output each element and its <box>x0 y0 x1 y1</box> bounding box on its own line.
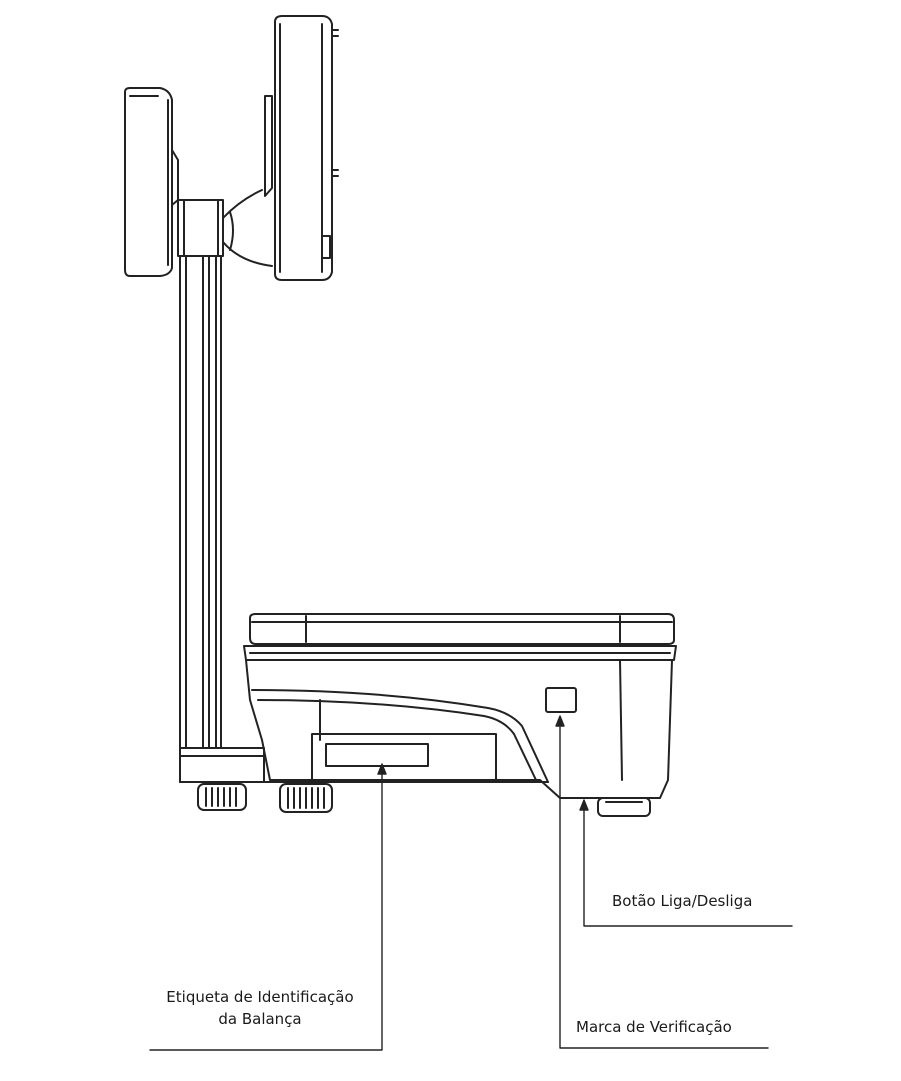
id-label-plate <box>325 743 429 767</box>
power-button-callout: Botão Liga/Desliga <box>612 892 753 910</box>
id-tag-callout-line1: Etiqueta de Identificação <box>166 988 354 1006</box>
id-tag-callout-line2: da Balança <box>218 1010 302 1028</box>
scale-feet <box>197 783 651 817</box>
vertical-pole <box>179 255 222 749</box>
right-display <box>264 15 339 281</box>
foot-left <box>197 783 247 811</box>
scale-base <box>179 613 677 799</box>
callout-leaders <box>149 715 793 1051</box>
id-tag-callout: Etiqueta de Identificação da Balança <box>140 986 380 1030</box>
verification-mark-callout: Marca de Verificação <box>576 1018 732 1036</box>
column-head <box>177 189 273 267</box>
foot-right <box>597 797 651 817</box>
left-display <box>124 87 179 277</box>
foot-middle <box>279 783 333 813</box>
verification-mark-box <box>545 687 577 713</box>
